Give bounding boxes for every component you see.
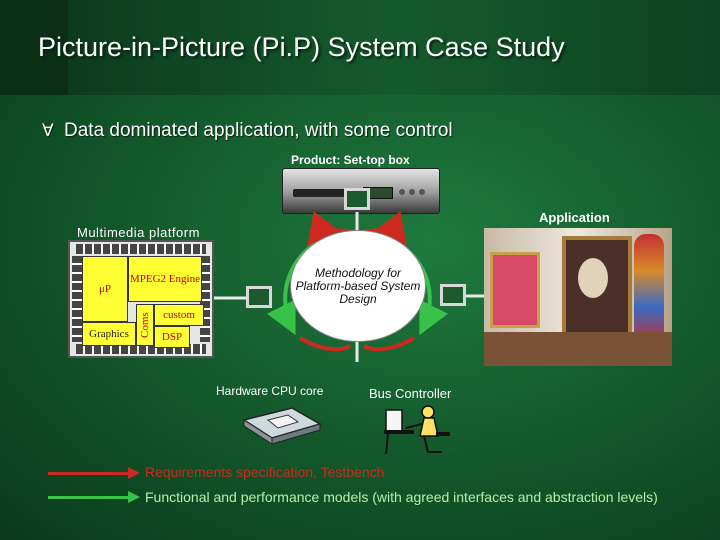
photo-portrait-face <box>578 258 608 298</box>
chip-pins-left <box>72 256 82 342</box>
chip-pins-bottom <box>76 344 206 354</box>
set-top-box-button <box>419 189 425 195</box>
multimedia-platform-label: Multimedia platform <box>77 225 200 240</box>
block-coms: Coms <box>136 304 154 346</box>
methodology-ellipse: Methodology for Platform-based System De… <box>290 230 426 342</box>
top-connector-square <box>344 188 370 210</box>
bus-controller-label: Bus Controller <box>369 386 452 401</box>
bullet-text: Data dominated application, with some co… <box>64 120 453 141</box>
cpu-chip-icon <box>242 407 322 445</box>
set-top-box-button <box>409 189 415 195</box>
hardware-cpu-core-label: Hardware CPU core <box>216 384 324 398</box>
red-arc-bottom-right <box>362 336 416 352</box>
legend-functional-models-text: Functional and performance models (with … <box>145 489 658 505</box>
application-label: Application <box>539 210 610 225</box>
title-band <box>0 0 720 95</box>
block-graphics: Graphics <box>82 322 136 346</box>
block-dsp: DSP <box>154 326 190 348</box>
bullet-point: ∀ Data dominated application, with some c… <box>42 120 453 142</box>
chip-pins-top <box>76 244 206 254</box>
right-connector-square <box>440 284 466 306</box>
red-arc-bottom-left <box>298 336 352 352</box>
application-photo <box>484 228 672 366</box>
legend-green-arrow-icon <box>128 491 140 503</box>
bullet-marker-icon: ∀ <box>42 121 54 141</box>
legend-requirements-text: Requirements specification, Testbench <box>145 464 385 480</box>
block-microprocessor: μP <box>82 256 128 322</box>
legend-red-arrow-icon <box>128 467 140 479</box>
slide-title: Picture-in-Picture (Pi.P) System Case St… <box>38 32 565 62</box>
chip-pins-right <box>200 256 210 342</box>
left-connector-square <box>246 286 272 308</box>
block-mpeg2-engine: MPEG2 Engine <box>128 256 202 302</box>
product-label: Product: Set-top box <box>291 153 410 167</box>
photo-tv-screen <box>490 252 540 328</box>
legend-red-line <box>48 472 130 475</box>
title-band-accent <box>0 0 68 95</box>
photo-doll <box>634 234 664 344</box>
set-top-box-tray <box>293 189 353 197</box>
person-at-computer-icon <box>384 405 450 455</box>
set-top-box-button <box>399 189 405 195</box>
block-custom: custom <box>154 304 204 326</box>
multimedia-platform-chip: μP MPEG2 Engine Graphics Coms custom DSP <box>68 240 214 358</box>
legend-green-line <box>48 496 130 499</box>
photo-table <box>484 332 672 366</box>
